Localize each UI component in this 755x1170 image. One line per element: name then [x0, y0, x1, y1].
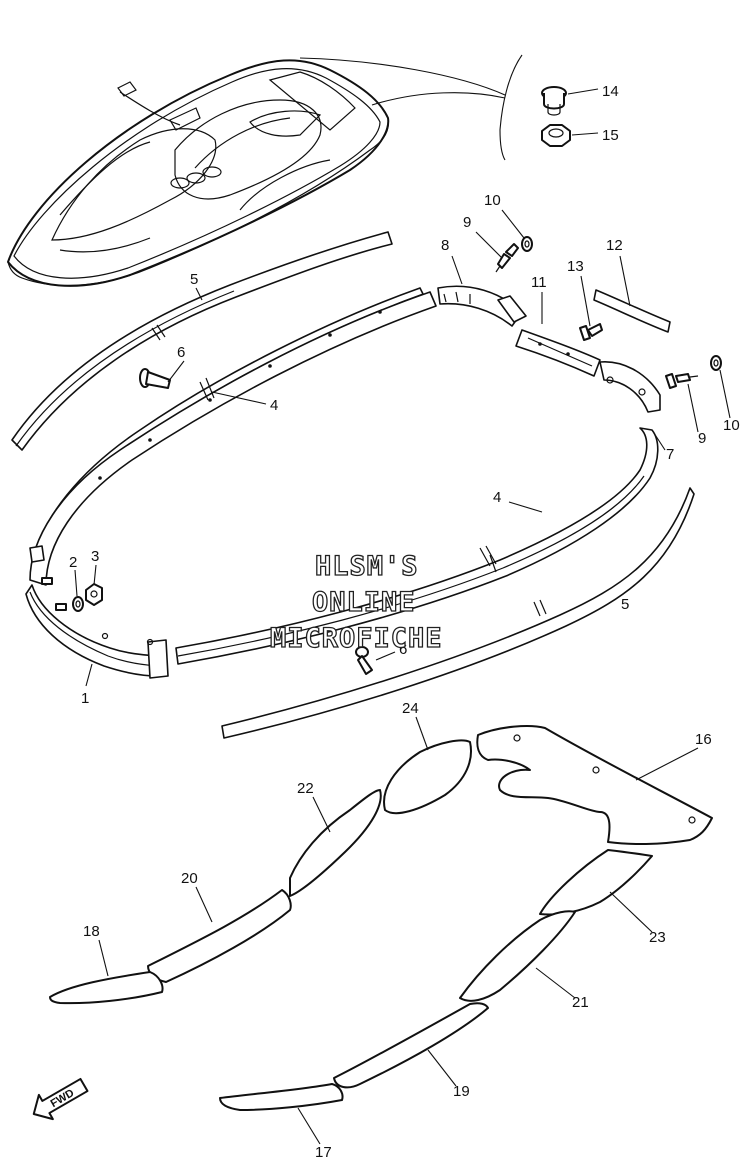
- watermark-line-2: ONLINE: [312, 587, 416, 618]
- callout-23: 23: [649, 929, 666, 946]
- callout-20: 20: [181, 870, 198, 887]
- callout-16: 16: [695, 731, 712, 748]
- part-10-collar-right: [710, 355, 722, 371]
- leader-craft-lower: [371, 92, 506, 106]
- callout-5a: 5: [190, 271, 198, 288]
- callout-17: 17: [315, 1144, 332, 1161]
- callout-13: 13: [567, 258, 584, 275]
- callout-10a: 10: [484, 192, 501, 209]
- callout-labels: 1 2 3 4 4 5 5 6 6 7 8 9 9 10 10 11 12 13…: [69, 83, 740, 1161]
- callout-5b: 5: [621, 596, 629, 613]
- part-1-rail-front: [25, 545, 169, 679]
- part-5-upper-strip: [11, 231, 393, 451]
- part-9-rivet-right: [665, 373, 699, 389]
- part-16-deck-mat: [476, 725, 713, 846]
- callout-12: 12: [606, 237, 623, 254]
- part-7-rear-corner: [599, 361, 661, 413]
- callout-4a: 4: [270, 397, 278, 414]
- leader-craft-upper: [299, 57, 506, 96]
- leaders: [74, 209, 731, 1145]
- watercraft-overview: [7, 59, 390, 287]
- watermark-line-3: MICROFICHE: [270, 623, 443, 654]
- part-4-rail-upper: [29, 287, 437, 586]
- callout-11: 11: [531, 274, 547, 291]
- part-21-mat: [459, 910, 576, 1002]
- part-24-mat: [383, 739, 472, 815]
- part-10-collar-upper: [521, 236, 533, 252]
- part-22-mat: [289, 789, 382, 897]
- callout-1: 1: [81, 690, 89, 707]
- watermark: HLSM'S ONLINE MICROFICHE: [269, 550, 443, 654]
- callout-3: 3: [91, 548, 99, 565]
- part-5-lower-strip: [221, 487, 695, 739]
- callout-19: 19: [453, 1083, 470, 1100]
- callout-7: 7: [666, 446, 674, 463]
- callout-10b: 10: [723, 417, 740, 434]
- callout-2: 2: [69, 554, 77, 571]
- watermark-line-1: HLSM'S: [315, 551, 419, 582]
- part-12-strip: [593, 289, 671, 333]
- part-23-mat: [539, 849, 653, 916]
- part-6-screw-upper: [139, 368, 171, 389]
- callout-14: 14: [602, 83, 619, 100]
- part-3-nut: [85, 583, 103, 606]
- callout-21: 21: [572, 994, 589, 1011]
- part-8-bow-corner: [437, 285, 527, 327]
- callout-8: 8: [441, 237, 449, 254]
- part-6-screw-lower: [355, 646, 373, 675]
- callout-24: 24: [402, 700, 419, 717]
- bracket: [499, 54, 523, 161]
- part-19-mat: [333, 1002, 489, 1089]
- part-11-rail-segment: [515, 329, 601, 377]
- callout-22: 22: [297, 780, 314, 797]
- callout-9a: 9: [463, 214, 471, 231]
- part-2-washer: [72, 596, 84, 612]
- part-18-mat: [49, 971, 164, 1005]
- callout-4b: 4: [493, 489, 501, 506]
- part-15-nut: [541, 124, 571, 147]
- part-13-rivet: [579, 323, 603, 341]
- part-17-mat: [219, 1083, 344, 1111]
- callout-15: 15: [602, 127, 619, 144]
- callout-6b: 6: [399, 641, 407, 658]
- callout-9b: 9: [698, 430, 706, 447]
- callout-6a: 6: [177, 344, 185, 361]
- part-20-mat: [147, 889, 292, 983]
- callout-18: 18: [83, 923, 100, 940]
- fwd-arrow-icon: FWD: [32, 1077, 89, 1121]
- part-9-rivet-upper: [495, 243, 519, 273]
- part-14-collar: [541, 86, 567, 116]
